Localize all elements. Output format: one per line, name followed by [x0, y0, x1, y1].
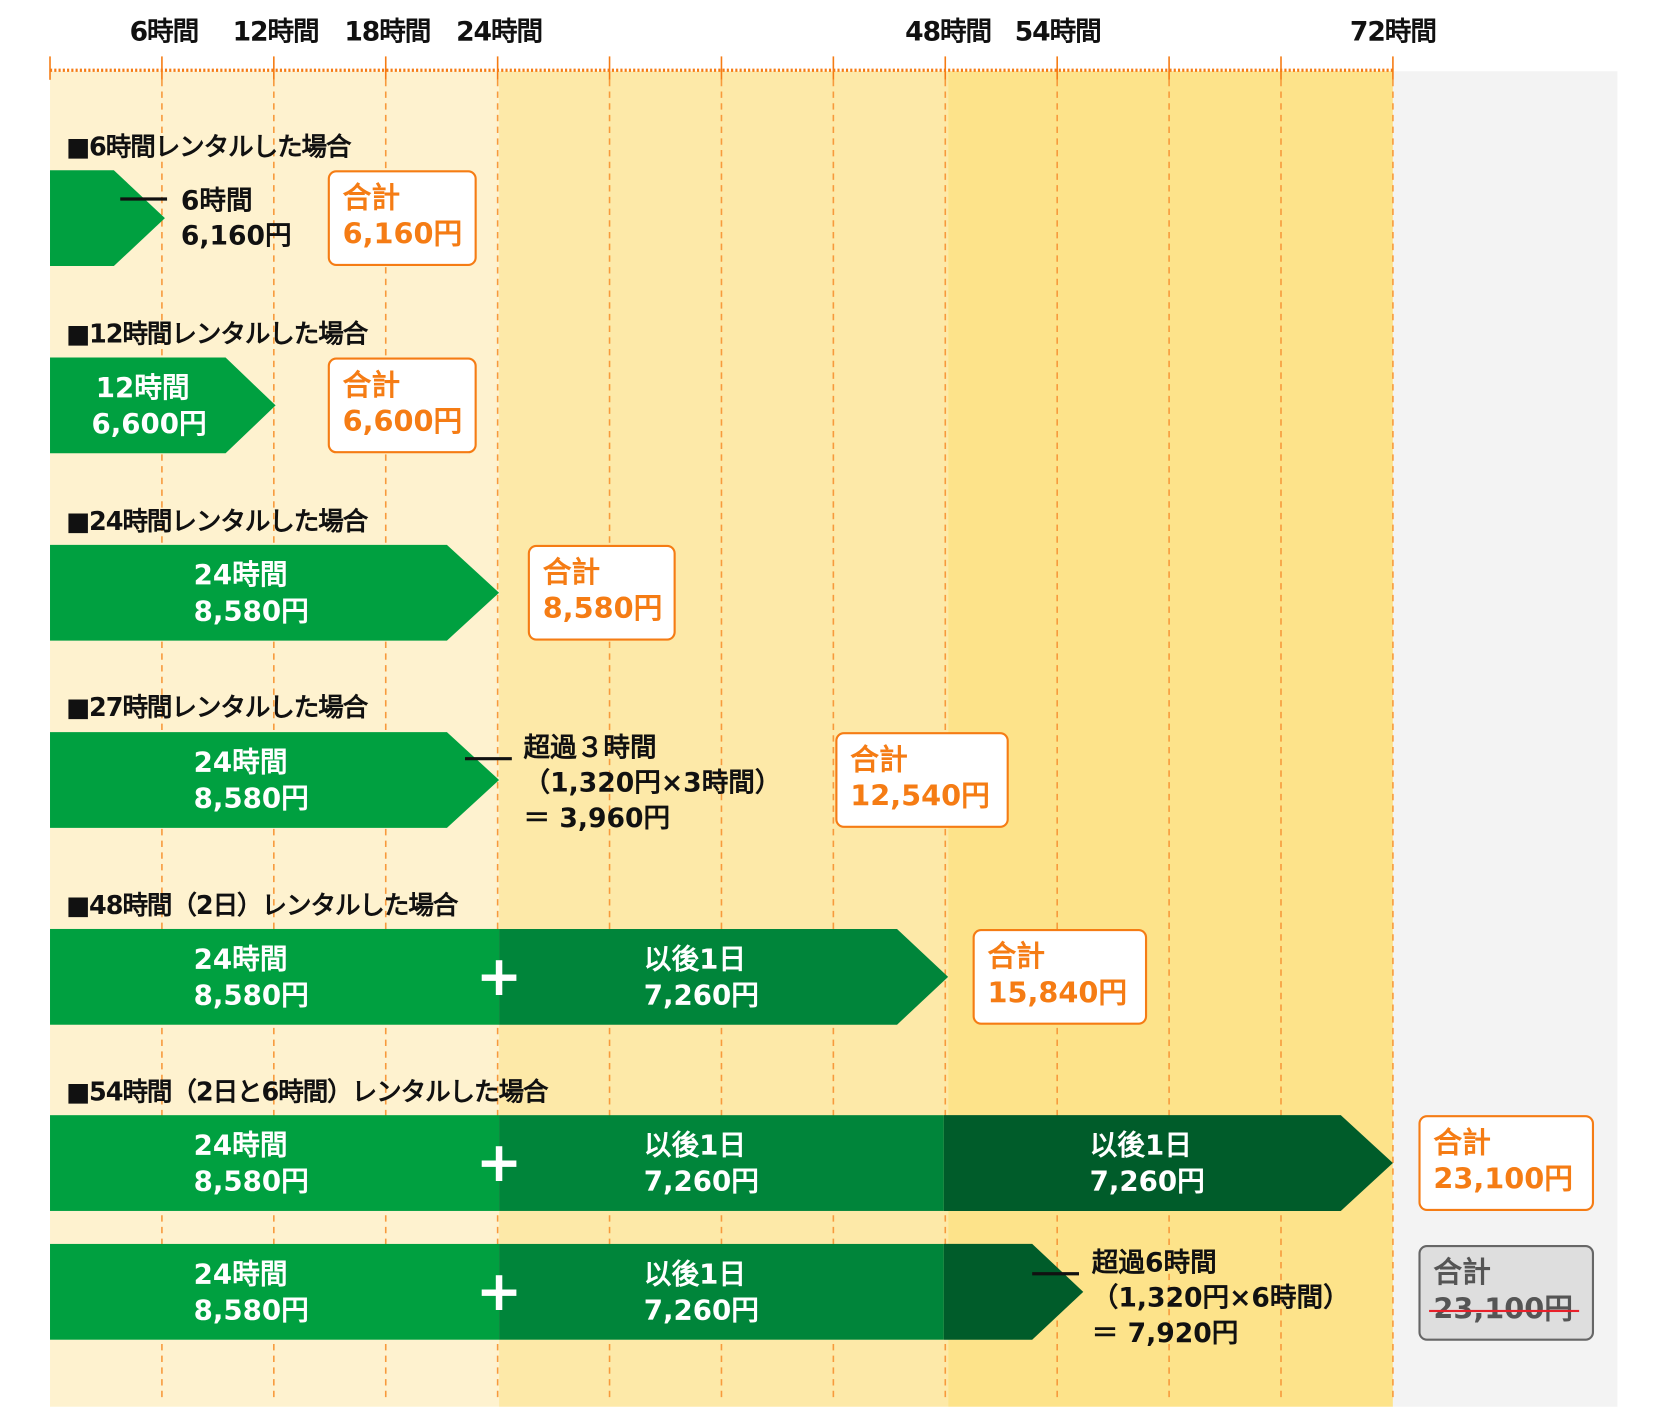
- bar-54h-alt-day1: [50, 1243, 500, 1340]
- struck-total: 23,100円: [1429, 1292, 1580, 1328]
- axis-label-24h: 24時間: [456, 15, 543, 47]
- bar-48h-day1: [50, 928, 500, 1025]
- section-title: ■6時間レンタルした場合: [65, 131, 352, 162]
- bar-54h-day3: [943, 1115, 1393, 1211]
- bar-54h-day2: [499, 1115, 944, 1211]
- plus-icon: +: [475, 1259, 523, 1324]
- bar-54h-alt-day2: [499, 1243, 944, 1340]
- axis-label-12h: 12時間: [232, 15, 320, 47]
- axis-label-72h: 72時間: [1349, 15, 1437, 47]
- section-title: ■27時間レンタルした場合: [65, 692, 368, 723]
- section-title: ■48時間（2日）レンタルした場合: [65, 890, 458, 921]
- bar-54h-alt-overtime: [943, 1243, 1084, 1340]
- bar-27h: [50, 732, 500, 828]
- bar-54h-day1: [50, 1115, 500, 1211]
- overtime-note: 超過３時間（1,320円×3時間）＝ 3,960円: [523, 732, 782, 834]
- axis-label-48h: 48時間: [905, 15, 992, 47]
- bar-6h: [50, 170, 165, 267]
- bar-48h-day2: [499, 928, 949, 1025]
- axis-label-54h: 54時間: [1014, 15, 1102, 47]
- section-title: ■24時間レンタルした場合: [65, 506, 368, 537]
- axis-label-6h: 6時間: [129, 15, 200, 47]
- section-title: ■12時間レンタルした場合: [65, 319, 368, 350]
- section-title: ■54時間（2日と6時間）レンタルした場合: [65, 1076, 549, 1107]
- plus-icon: +: [475, 1131, 523, 1195]
- bar-24h: [50, 544, 500, 641]
- bar-12h: [50, 357, 276, 454]
- plus-icon: +: [475, 944, 523, 1009]
- overtime-note: 超過6時間（1,320円×6時間）＝ 7,920円: [1091, 1247, 1350, 1349]
- axis-label-18h: 18時間: [344, 15, 431, 47]
